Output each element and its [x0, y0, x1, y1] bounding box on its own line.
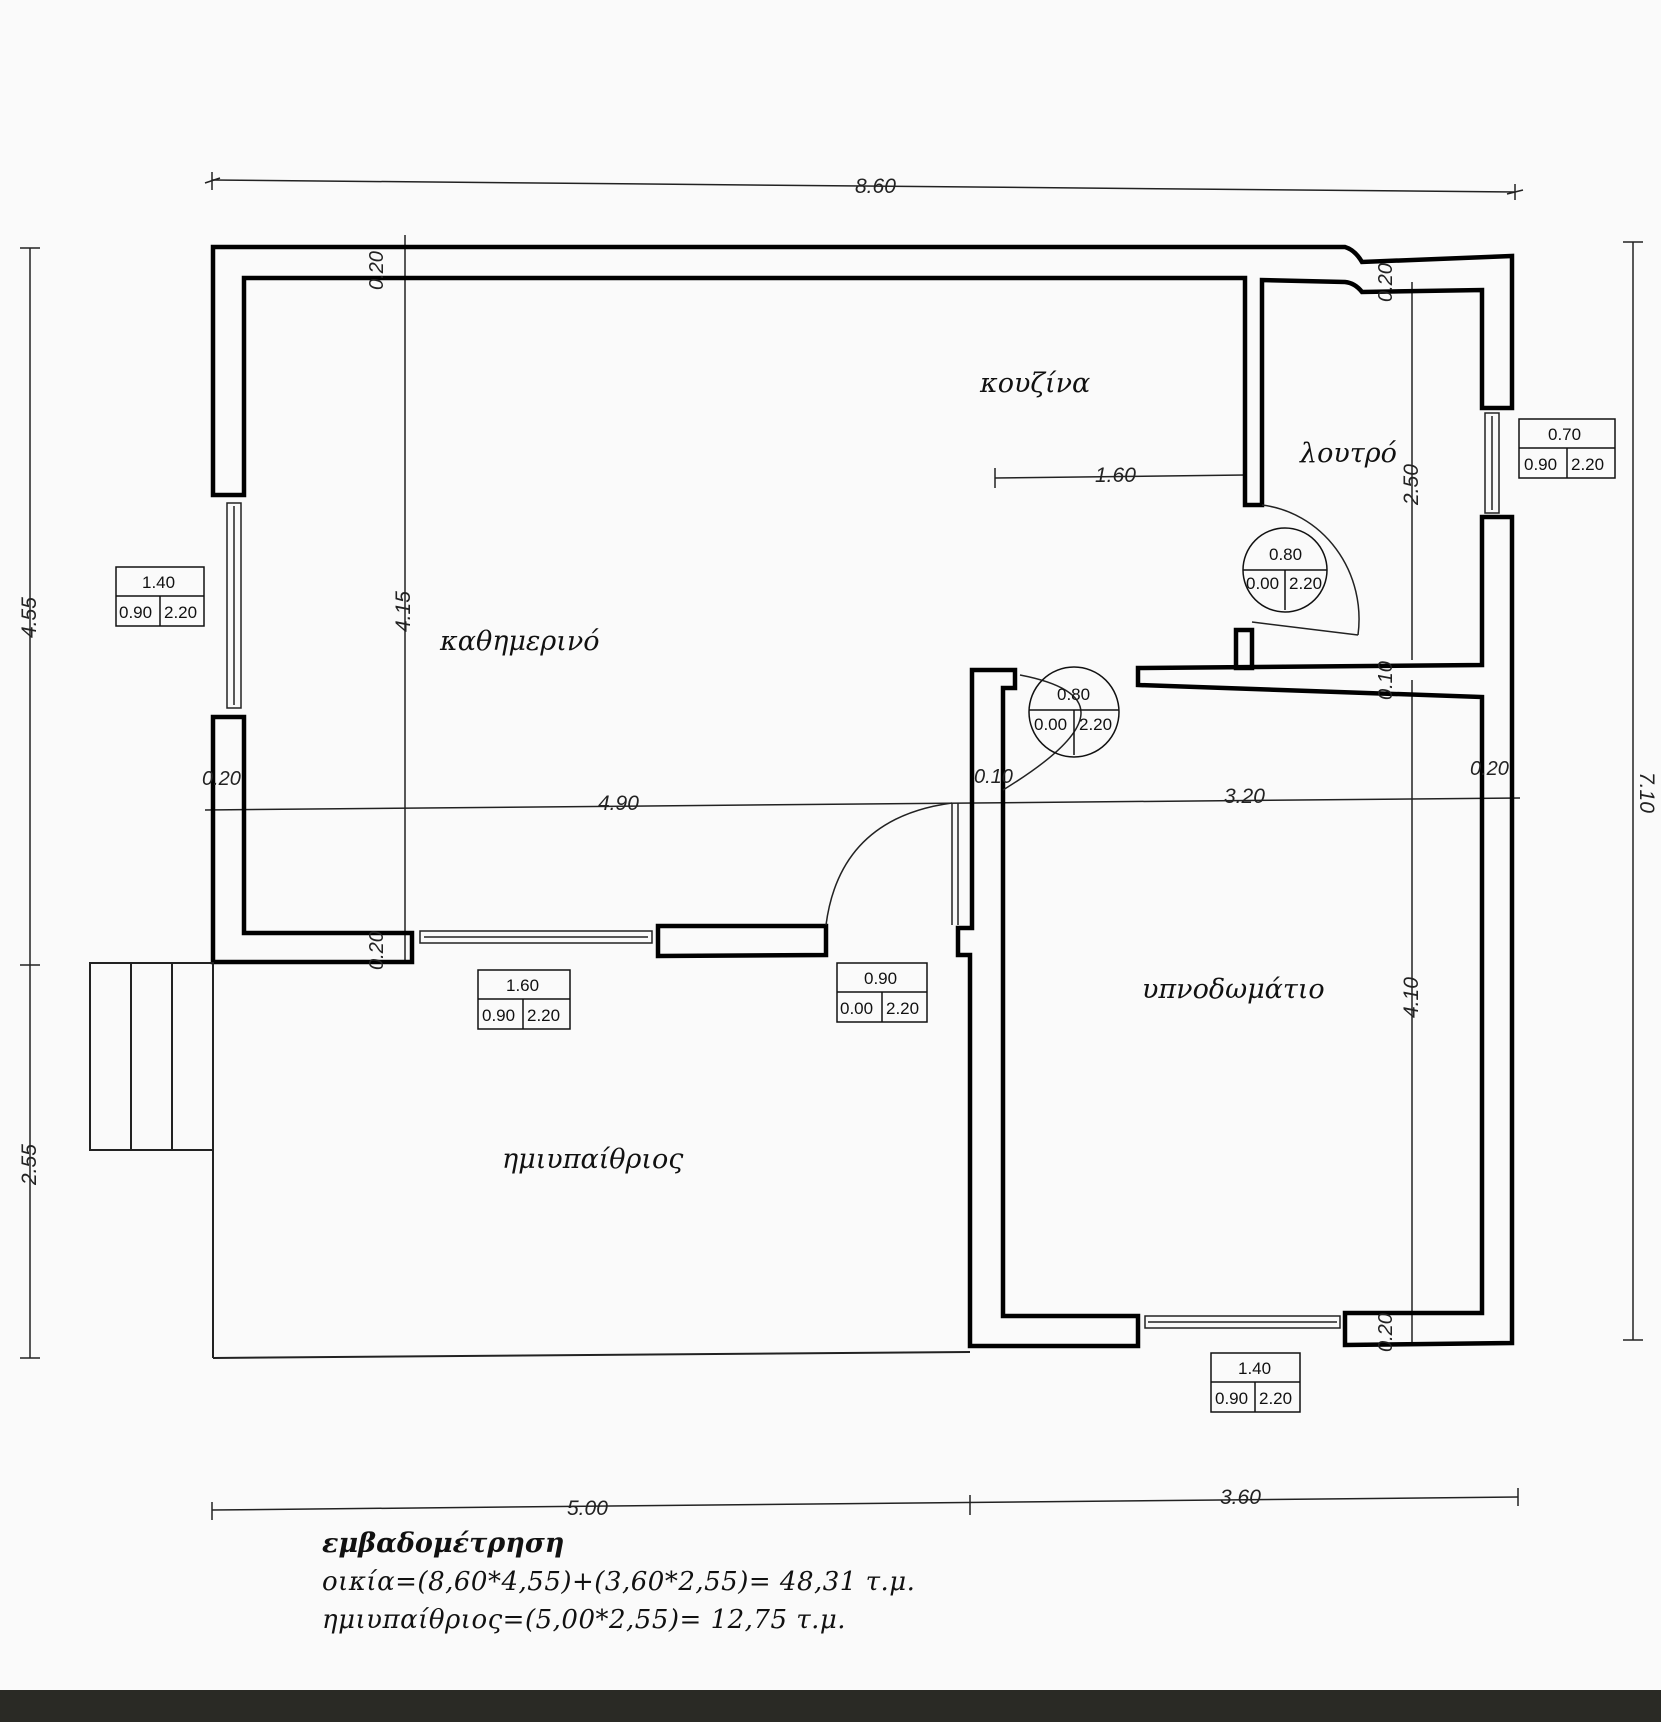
- thick-top-left: 0.20: [366, 251, 388, 290]
- thick-living-floor: 0.20: [366, 931, 388, 970]
- dim-bedroom-vertical: 4.10: [1400, 977, 1423, 1018]
- dim-kitchen-partition: 1.60: [1095, 464, 1136, 487]
- area-calculation: εμβαδομέτρηση οικία=(8,60*4,55)+(3,60*2,…: [322, 1528, 915, 1639]
- tag-height: 2.20: [1289, 574, 1322, 593]
- dim-bath-vertical: 2.50: [1400, 464, 1423, 506]
- tag-height: 2.20: [886, 999, 919, 1018]
- thick-bath-floor: 0.10: [1375, 661, 1397, 700]
- dim-bottom-right: 3.60: [1220, 1486, 1261, 1509]
- opening-tag-entrance-door: 0.90 0.00 2.20: [836, 962, 928, 1023]
- tag-width: 0.90: [864, 969, 897, 988]
- thick-inner-partition: 0.10: [974, 766, 1013, 788]
- dimension-lines: [20, 172, 1643, 1520]
- tag-width: 1.60: [506, 976, 539, 995]
- tag-width: 1.40: [142, 573, 175, 592]
- area-house: οικία=(8,60*4,55)+(3,60*2,55)= 48,31 τ.μ…: [322, 1567, 916, 1597]
- tag-sill: 0.90: [1215, 1389, 1248, 1408]
- dim-top-total: 8.60: [855, 175, 896, 198]
- dim-interior-left: 4.90: [598, 792, 639, 815]
- room-semi-outdoor-label: ημιυπαίθριος: [502, 1144, 684, 1175]
- tag-width: 1.40: [1238, 1359, 1271, 1378]
- thick-right: 0.20: [1470, 758, 1509, 780]
- dim-left-upper: 4.55: [18, 597, 41, 638]
- dim-left-lower: 2.55: [18, 1144, 41, 1186]
- tag-sill: 0.00: [1034, 715, 1067, 734]
- opening-tag-bath-door: 0.80 0.00 2.20: [1242, 527, 1328, 613]
- tag-sill: 0.00: [840, 999, 873, 1018]
- opening-tag-bedroom-door: 0.80 0.00 2.20: [1028, 666, 1120, 758]
- photo-edge-band: [0, 1690, 1661, 1722]
- room-kitchen-label: κουζίνα: [979, 368, 1090, 399]
- semi-outdoor-outline: [89, 962, 971, 1359]
- room-living-label: καθημερινό: [439, 626, 600, 657]
- tag-width: 0.70: [1548, 425, 1581, 444]
- tag-height: 2.20: [1571, 455, 1604, 474]
- tag-sill: 0.90: [119, 603, 152, 622]
- dim-living-vertical: 4.15: [392, 591, 415, 632]
- thick-left: 0.20: [202, 768, 241, 790]
- tag-width: 0.80: [1057, 685, 1090, 704]
- tag-height: 2.20: [527, 1006, 560, 1025]
- opening-tag-living-window: 1.60 0.90 2.20: [477, 969, 571, 1030]
- area-title: εμβαδομέτρηση: [322, 1528, 565, 1559]
- door-swings: [825, 504, 1360, 926]
- tag-width: 0.80: [1269, 545, 1302, 564]
- tag-height: 2.20: [1079, 715, 1112, 734]
- tag-sill: 0.90: [482, 1006, 515, 1025]
- tag-sill: 0.00: [1246, 574, 1279, 593]
- area-semi-outdoor: ημιυπαίθριος=(5,00*2,55)= 12,75 τ.μ.: [322, 1605, 847, 1635]
- opening-tag-bedroom-window: 1.40 0.90 2.20: [1210, 1352, 1301, 1413]
- dim-bottom-left: 5.00: [567, 1497, 608, 1520]
- thick-bedroom-floor: 0.20: [1375, 1313, 1397, 1352]
- tag-height: 2.20: [164, 603, 197, 622]
- tag-height: 2.20: [1259, 1389, 1292, 1408]
- windows: [226, 412, 1500, 1329]
- opening-tag-bath-window: 0.70 0.90 2.20: [1518, 418, 1616, 479]
- tag-sill: 0.90: [1524, 455, 1557, 474]
- room-bathroom-label: λουτρό: [1299, 438, 1397, 469]
- opening-tag-left-window: 1.40 0.90 2.20: [115, 566, 205, 627]
- walls: [210, 244, 1515, 1349]
- dim-right-total: 7.10: [1635, 772, 1658, 813]
- room-bedroom-label: υπνοδωμάτιο: [1142, 974, 1325, 1005]
- dim-interior-right: 3.20: [1224, 785, 1265, 808]
- thick-top-right: 0.20: [1375, 263, 1397, 302]
